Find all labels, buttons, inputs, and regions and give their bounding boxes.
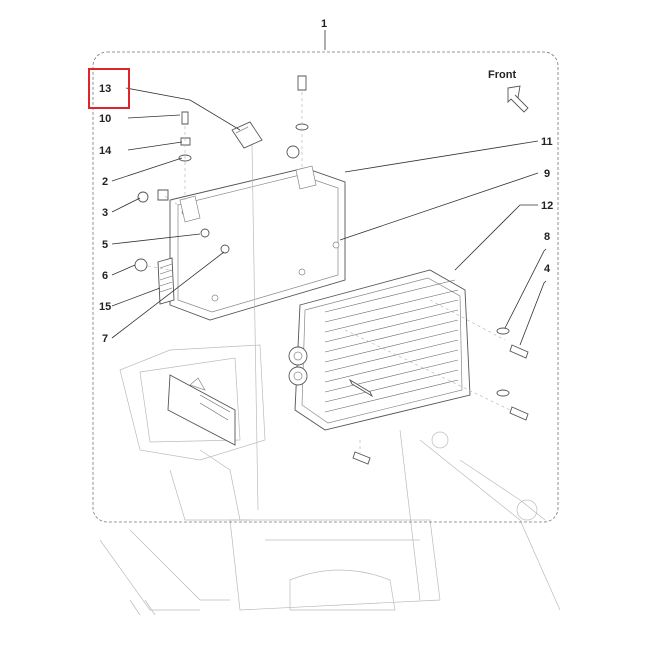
callout-2: 2 [102,176,108,188]
heat-sink-small [157,257,175,305]
callout-13: 13 [99,83,111,95]
callout-5: 5 [102,239,108,251]
chassis-background [99,344,561,616]
callout-10: 10 [99,113,111,125]
callout-4: 4 [544,263,551,275]
callout-labels: 1 13 10 14 2 3 5 6 15 7 11 9 12 8 4 [88,18,553,345]
callout-14: 14 [99,145,112,157]
callout-7: 7 [102,333,108,345]
callout-13-highlight-box [88,68,130,109]
charger-plate [169,165,346,321]
leader-lines [111,30,547,346]
callout-6: 6 [102,270,108,282]
callout-15: 15 [99,301,111,313]
callout-1: 1 [321,18,327,30]
fasteners [134,75,529,465]
warning-label [167,374,236,446]
callout-8: 8 [544,231,550,243]
assembly-guides [147,92,511,455]
callout-9: 9 [544,168,550,180]
callout-3: 3 [102,207,108,219]
callout-12: 12 [541,200,553,212]
front-arrow-icon [507,85,529,113]
controller-unit [288,269,471,431]
assembly-boundary [92,51,559,523]
callout-11: 11 [541,136,553,148]
front-label: Front [488,69,516,81]
power-plug [231,121,263,511]
